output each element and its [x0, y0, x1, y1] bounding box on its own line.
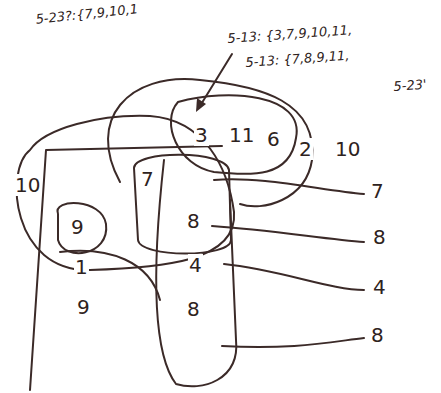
- leader-line: [224, 264, 364, 290]
- pitch-number: 7: [370, 180, 385, 202]
- pitch-number: 3: [194, 124, 209, 146]
- set-label: 5-13: {7,8,9,11,: [244, 49, 351, 71]
- set-loop: [58, 203, 107, 253]
- pointer-line: [200, 54, 232, 106]
- pitch-number: 11: [228, 124, 255, 146]
- pitch-number: 1: [74, 256, 89, 278]
- set-label: 5-13: {3,7,9,10,11,: [226, 23, 354, 46]
- pitch-number: 10: [334, 138, 361, 160]
- set-loop: [30, 146, 222, 390]
- pitch-number: 10: [14, 174, 41, 196]
- set-loop: [108, 79, 312, 206]
- pointer-head: [196, 98, 206, 112]
- pitch-number: 8: [186, 298, 201, 320]
- leader-line: [214, 179, 364, 194]
- set-loop: [17, 116, 234, 270]
- set-loop: [171, 95, 297, 174]
- pitch-number: 6: [266, 128, 281, 150]
- pitch-number: 9: [76, 296, 91, 318]
- pitch-number: 4: [188, 254, 203, 276]
- pitch-number: 8: [186, 210, 201, 232]
- pitch-number: 2: [298, 138, 313, 160]
- set-loop: [60, 251, 160, 300]
- set-loop: [134, 155, 231, 254]
- pitch-number: 4: [372, 276, 387, 298]
- set-loop: [156, 160, 236, 386]
- set-label: 5-23': [392, 78, 428, 95]
- pitch-number: 9: [70, 216, 85, 238]
- pitch-number: 7: [140, 168, 155, 190]
- pitch-number: 8: [372, 226, 387, 248]
- set-label: 5-23?:{7,9,10,1: [34, 2, 140, 27]
- leader-line: [212, 226, 364, 242]
- leader-line: [222, 338, 364, 347]
- pitch-number: 8: [370, 324, 385, 346]
